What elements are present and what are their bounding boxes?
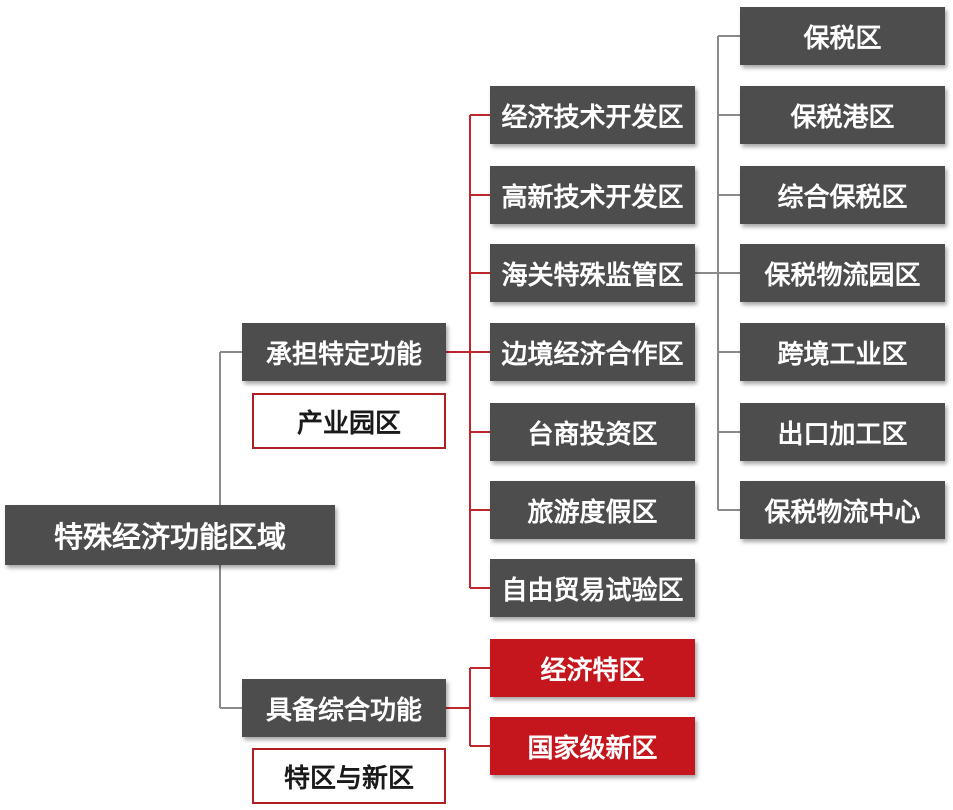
item-node-red: 国家级新区: [490, 717, 695, 775]
item-node: 高新技术开发区: [490, 166, 695, 224]
item-node: 旅游度假区: [490, 481, 695, 539]
item-node-red: 经济特区: [490, 639, 695, 697]
branch-node-comprehensive-function: 具备综合功能: [242, 679, 446, 737]
branch-node-specific-function: 承担特定功能: [242, 323, 446, 381]
sub-item-node: 保税区: [740, 7, 945, 65]
category-label-industrial-park: 产业园区: [252, 393, 446, 449]
category-label-special-zone: 特区与新区: [252, 748, 446, 804]
item-node: 自由贸易试验区: [490, 559, 695, 617]
sub-item-node: 保税港区: [740, 86, 945, 144]
sub-item-node: 综合保税区: [740, 166, 945, 224]
item-node: 边境经济合作区: [490, 323, 695, 381]
connector-branch1-items: [446, 114, 490, 589]
sub-item-node: 保税物流园区: [740, 244, 945, 302]
connector-branch2-items: [446, 667, 490, 747]
item-node-customs-zone: 海关特殊监管区: [490, 244, 695, 302]
root-node: 特殊经济功能区域: [5, 505, 335, 565]
connector-customs-children: [695, 35, 740, 511]
sub-item-node: 跨境工业区: [740, 323, 945, 381]
sub-item-node: 出口加工区: [740, 403, 945, 461]
sub-item-node: 保税物流中心: [740, 481, 945, 539]
item-node: 经济技术开发区: [490, 86, 695, 144]
item-node: 台商投资区: [490, 403, 695, 461]
